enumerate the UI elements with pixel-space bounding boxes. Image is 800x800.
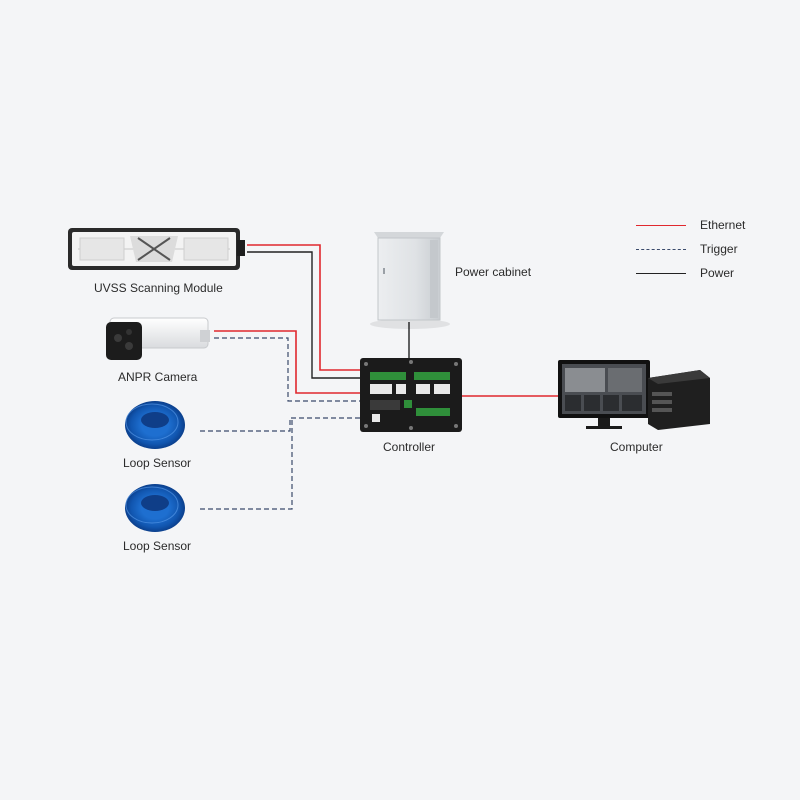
legend-ethernet: Ethernet bbox=[636, 218, 766, 234]
anpr-label: ANPR Camera bbox=[118, 370, 198, 384]
uvss-ethernet-line bbox=[247, 244, 360, 371]
anpr-trigger-line bbox=[214, 337, 360, 402]
uvss-label: UVSS Scanning Module bbox=[94, 281, 223, 295]
legend-power-label: Power bbox=[700, 266, 735, 280]
legend-trigger-swatch bbox=[636, 249, 686, 250]
loop-sensor-1-label: Loop Sensor bbox=[123, 456, 192, 470]
uvss-scanner-icon bbox=[68, 228, 245, 270]
power-cabinet-label: Power cabinet bbox=[455, 265, 532, 279]
uvss-power-line bbox=[247, 251, 360, 379]
power-cabinet-icon bbox=[370, 232, 450, 329]
connection-lines bbox=[200, 244, 558, 510]
loop2-trigger-line bbox=[200, 418, 293, 510]
legend-ethernet-label: Ethernet bbox=[700, 218, 746, 232]
legend-trigger: Trigger bbox=[636, 242, 766, 258]
loop-coil-icon bbox=[125, 484, 185, 532]
loop-sensor-2-label: Loop Sensor bbox=[123, 539, 192, 553]
controller-label: Controller bbox=[383, 440, 436, 454]
anpr-ethernet-line bbox=[214, 330, 360, 394]
bullet-camera-icon bbox=[106, 317, 210, 360]
legend-power-swatch bbox=[636, 273, 686, 274]
controller-board-icon bbox=[360, 358, 462, 432]
loop1-trigger-line bbox=[200, 417, 360, 432]
computer-label: Computer bbox=[610, 440, 663, 454]
legend-trigger-label: Trigger bbox=[700, 242, 738, 256]
loop-coil-icon bbox=[125, 401, 185, 449]
computer-workstation-icon bbox=[558, 360, 710, 430]
legend-ethernet-swatch bbox=[636, 225, 686, 226]
legend-power: Power bbox=[636, 266, 766, 282]
